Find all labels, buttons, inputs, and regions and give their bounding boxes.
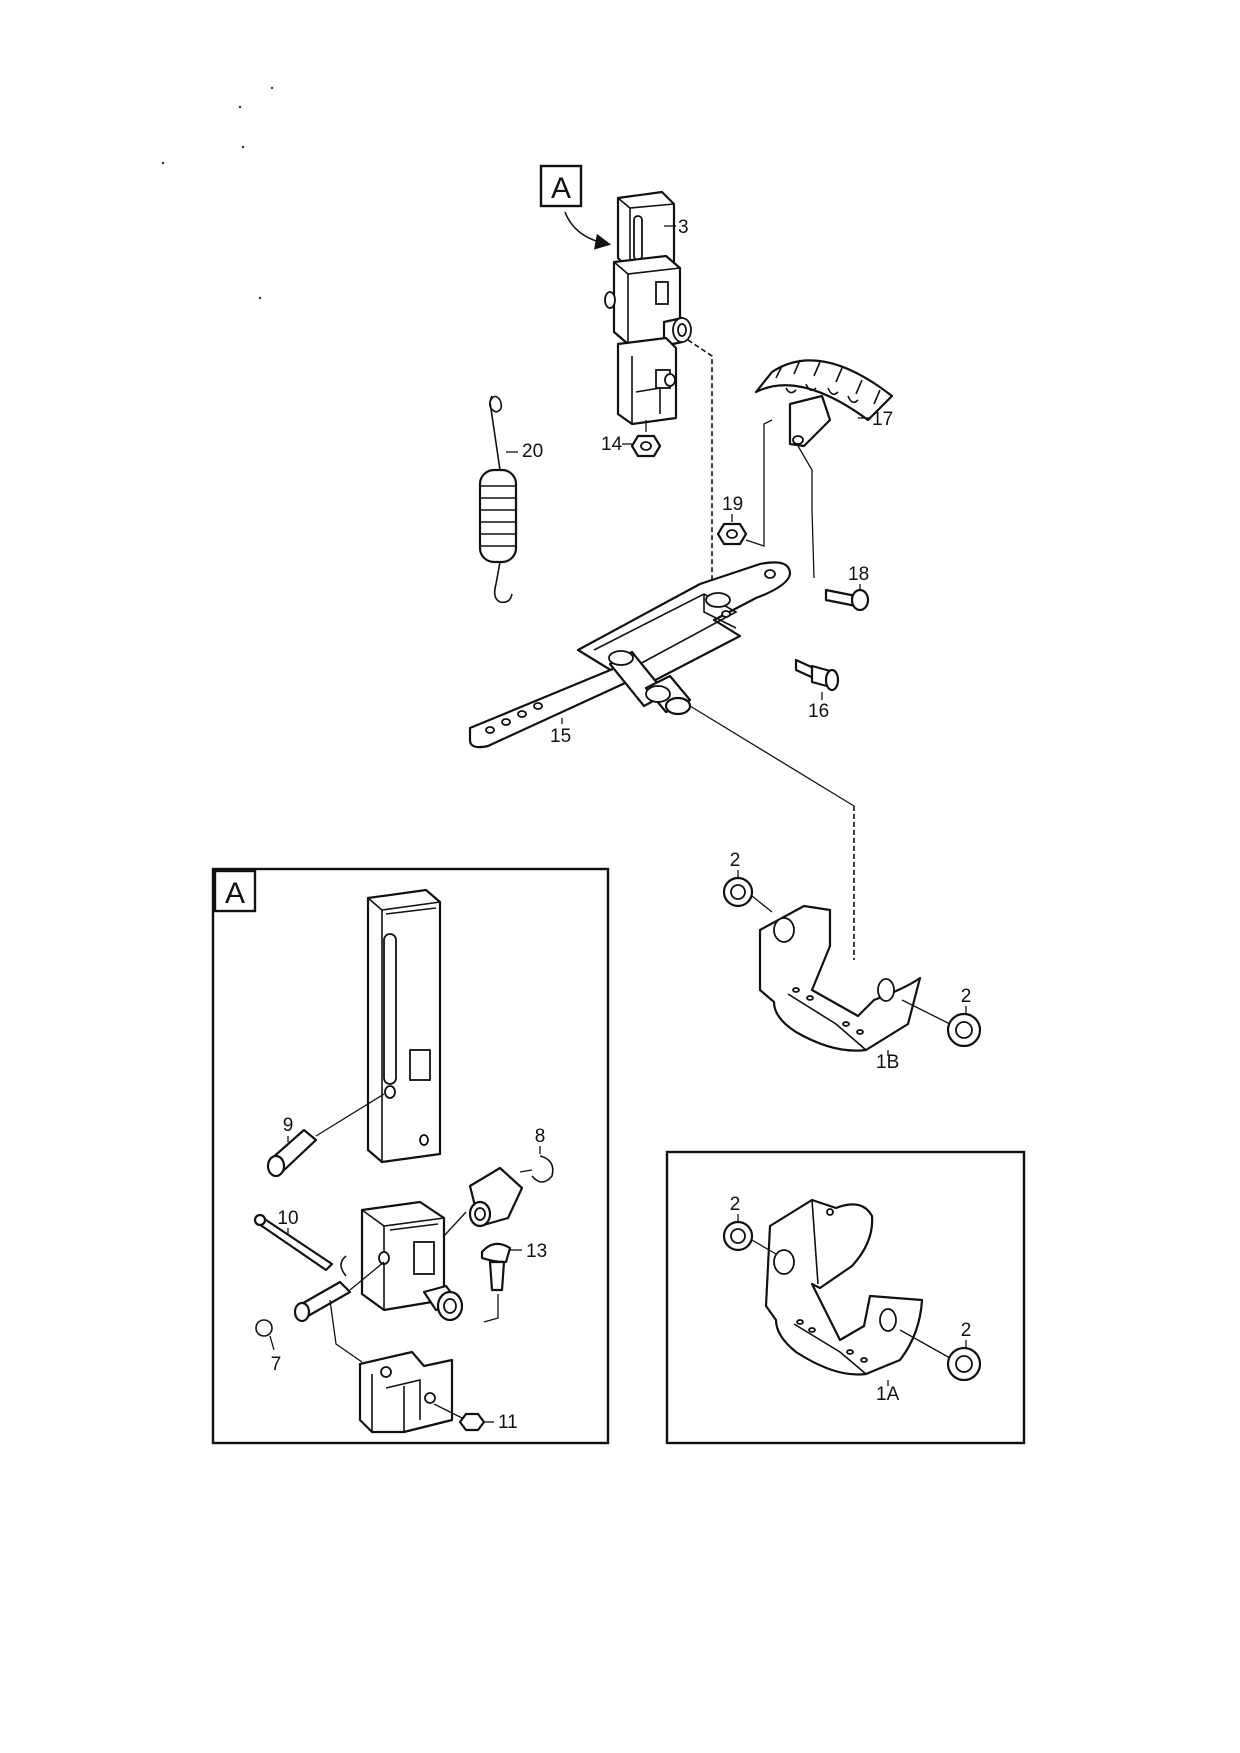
label-part-1a: 1A xyxy=(876,1384,900,1405)
label-part-3: 3 xyxy=(678,217,689,238)
label-part-15: 15 xyxy=(550,726,571,747)
callout-box-a: A xyxy=(539,164,612,250)
label-part-1b: 1B xyxy=(876,1052,899,1073)
detail-1a-panel xyxy=(665,1150,1026,1445)
label-part-9: 9 xyxy=(283,1115,294,1136)
part-20-spring xyxy=(478,395,518,604)
part-2-bushing-left xyxy=(722,876,773,913)
part-14-nut xyxy=(630,434,662,458)
assembly-connector-line xyxy=(687,339,713,600)
shaft-axis-line xyxy=(689,705,855,807)
label-part-14: 14 xyxy=(601,434,623,455)
label-part-2-lower-left: 2 xyxy=(730,1194,741,1215)
label-part-2-lower-right: 2 xyxy=(961,1320,972,1341)
detail-callout-letter-a: A xyxy=(225,877,245,910)
part-18-bolt xyxy=(824,588,870,612)
label-part-7: 7 xyxy=(271,1354,282,1375)
part-19-nut xyxy=(716,419,773,547)
label-part-2-upper-right: 2 xyxy=(961,986,972,1007)
part-2-bushing-right xyxy=(901,999,982,1048)
label-part-19: 19 xyxy=(722,494,743,515)
label-part-8: 8 xyxy=(535,1126,546,1147)
part-16-bolt xyxy=(794,658,840,692)
callout-letter-a: A xyxy=(551,172,571,205)
part-17-pedal xyxy=(754,359,894,579)
part-3-tube-assembly xyxy=(604,190,692,432)
label-part-20: 20 xyxy=(522,441,543,462)
detail-a-panel: A xyxy=(211,867,610,1445)
label-part-2-upper-left: 2 xyxy=(730,850,741,871)
label-part-13: 13 xyxy=(526,1241,547,1262)
scan-specks xyxy=(161,86,274,300)
label-part-16: 16 xyxy=(808,701,829,722)
label-part-17: 17 xyxy=(872,409,893,430)
label-part-11: 11 xyxy=(498,1412,518,1433)
part-1b-bracket xyxy=(758,904,922,1052)
label-part-10: 10 xyxy=(277,1208,298,1229)
part-15-pivot-arm xyxy=(468,561,792,749)
label-part-18: 18 xyxy=(848,564,869,585)
